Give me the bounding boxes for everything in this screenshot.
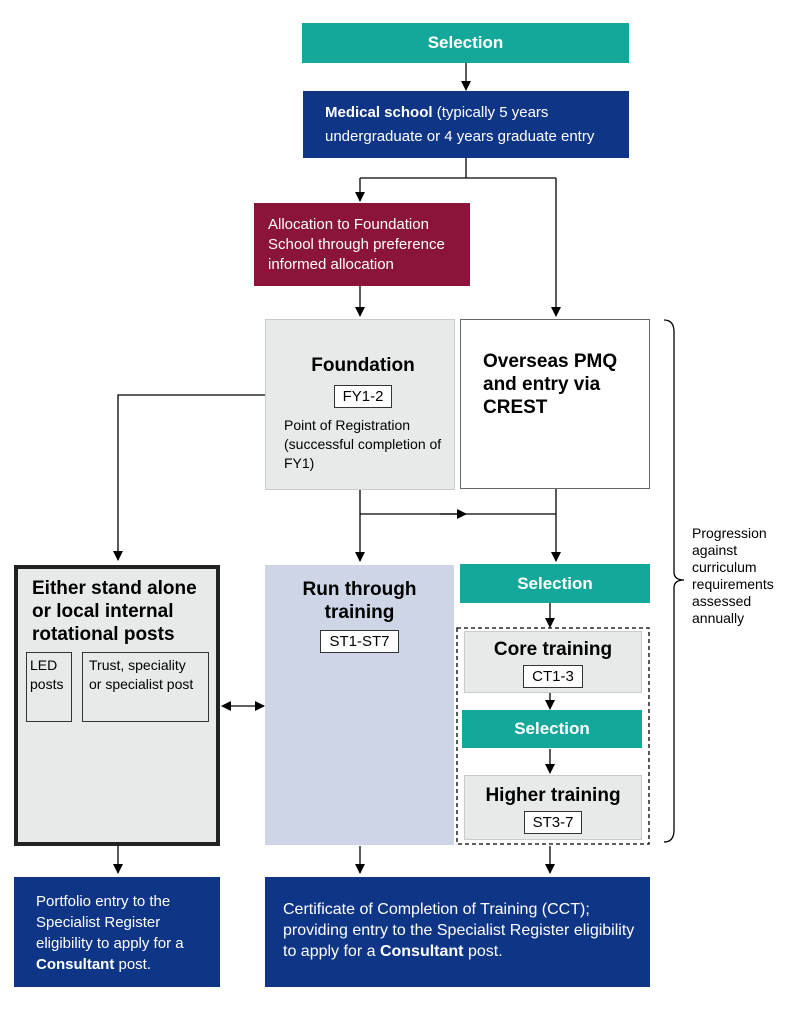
- trust-post-box: Trust, speciality or specialist post: [82, 652, 209, 722]
- medical-school-box: Medical school (typically 5 years underg…: [303, 91, 629, 158]
- led-posts-box: LED posts: [26, 652, 72, 722]
- medical-school-title: Medical school: [325, 104, 433, 121]
- selection-box-top: Selection: [302, 23, 629, 63]
- pathway-dashed-border: [456, 627, 650, 845]
- cct-consultant: Consultant: [379, 943, 464, 960]
- progression-bracket: [663, 319, 685, 843]
- progression-note-text: Progression against curriculum requireme…: [692, 525, 774, 626]
- standalone-title: Either stand alone or local internal rot…: [32, 578, 197, 645]
- registration-note: Point of Registration (successful comple…: [284, 417, 442, 471]
- core-training-box: Core training CT1-3: [464, 631, 642, 693]
- core-training-title: Core training: [493, 639, 613, 660]
- cct-box: Certificate of Completion of Training (C…: [265, 877, 650, 987]
- core-training-code: CT1-3: [523, 665, 583, 688]
- selection-box-mid: Selection: [460, 564, 650, 603]
- cct-text: Certificate of Completion of Training (C…: [283, 901, 635, 960]
- selection-box-inner: Selection: [462, 710, 642, 748]
- higher-training-title: Higher training: [485, 785, 621, 806]
- portfolio-consultant: Consultant: [36, 956, 115, 973]
- trust-post-label: Trust, speciality or specialist post: [89, 657, 194, 692]
- run-through-code: ST1-ST7: [320, 630, 399, 653]
- allocation-text: Allocation to Foundation School through …: [268, 216, 445, 273]
- higher-training-code: ST3-7: [523, 811, 583, 834]
- selection-mid-label: Selection: [517, 573, 593, 593]
- run-through-box: Run through training ST1-ST7: [265, 565, 454, 845]
- selection-top-label: Selection: [427, 33, 504, 52]
- led-posts-label: LED posts: [30, 657, 64, 692]
- standalone-box: Either stand alone or local internal rot…: [14, 565, 220, 846]
- higher-training-box: Higher training ST3-7: [464, 775, 642, 840]
- run-through-title: Run through training: [302, 579, 417, 623]
- portfolio-post: post.: [118, 956, 152, 973]
- portfolio-text: Portfolio entry to the Specialist Regist…: [36, 893, 184, 952]
- overseas-box: Overseas PMQ and entry via CREST: [460, 319, 650, 489]
- portfolio-box: Portfolio entry to the Specialist Regist…: [14, 877, 220, 987]
- medical-school-detail: (typically 5 years undergraduate or 4 ye…: [325, 104, 595, 145]
- allocation-box: Allocation to Foundation School through …: [254, 203, 470, 286]
- selection-inner-label: Selection: [514, 719, 590, 738]
- progression-note: Progression against curriculum requireme…: [692, 525, 796, 627]
- cct-post: post.: [467, 943, 503, 960]
- foundation-code: FY1-2: [333, 385, 393, 408]
- foundation-title: Foundation: [311, 355, 415, 376]
- overseas-title: Overseas PMQ and entry via CREST: [483, 351, 618, 418]
- arrow-foundation-to-standalone: [113, 394, 265, 561]
- foundation-box: Foundation FY1-2 Point of Registration (…: [265, 319, 455, 490]
